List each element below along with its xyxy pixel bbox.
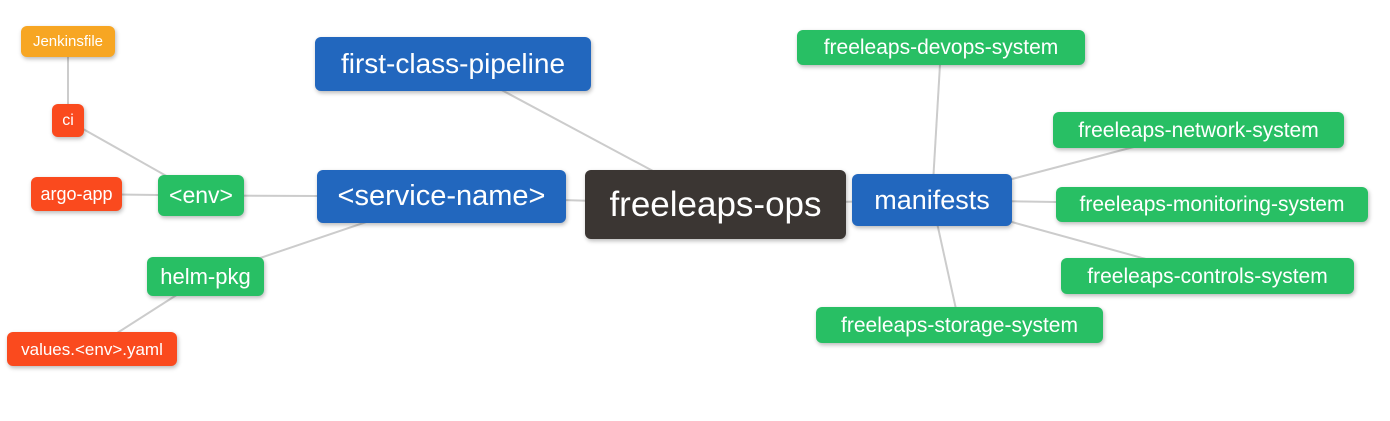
node-devops-system[interactable]: freeleaps-devops-system bbox=[797, 30, 1085, 65]
node-env[interactable]: <env> bbox=[158, 175, 244, 216]
node-argo-app[interactable]: argo-app bbox=[31, 177, 122, 211]
node-controls-system[interactable]: freeleaps-controls-system bbox=[1061, 258, 1354, 294]
node-ci[interactable]: ci bbox=[52, 104, 84, 137]
node-jenkinsfile[interactable]: Jenkinsfile bbox=[21, 26, 115, 57]
node-freeleaps-ops[interactable]: freeleaps-ops bbox=[585, 170, 846, 239]
node-storage-system[interactable]: freeleaps-storage-system bbox=[816, 307, 1103, 343]
node-helm-pkg[interactable]: helm-pkg bbox=[147, 257, 264, 296]
node-first-class-pipeline[interactable]: first-class-pipeline bbox=[315, 37, 591, 91]
node-network-system[interactable]: freeleaps-network-system bbox=[1053, 112, 1344, 148]
node-values-env-yaml[interactable]: values.<env>.yaml bbox=[7, 332, 177, 366]
node-service-name[interactable]: <service-name> bbox=[317, 170, 566, 223]
node-manifests[interactable]: manifests bbox=[852, 174, 1012, 226]
node-monitoring-system[interactable]: freeleaps-monitoring-system bbox=[1056, 187, 1368, 222]
